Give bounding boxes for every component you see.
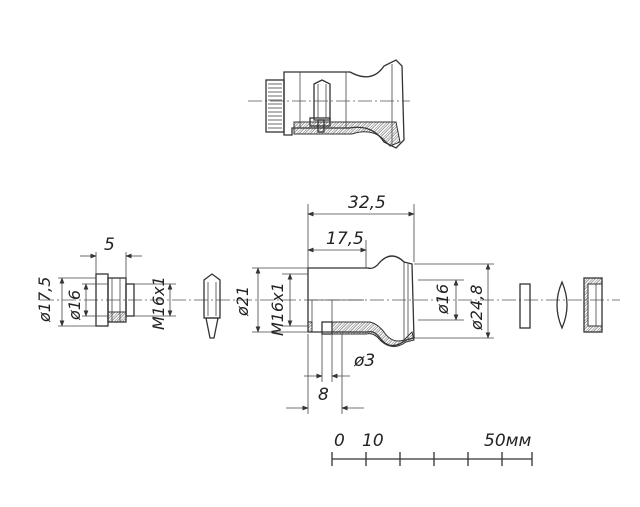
dim-nut-inner-dia: ø16 [65,290,84,321]
exploded-view: 5 ø17,5 ø16 M16x1 [35,193,620,414]
pin-part [203,273,221,339]
dim-offset-8: 8 [318,385,329,405]
dim-nut-thread: M16x1 [149,276,168,330]
lens [556,280,568,330]
end-cap [583,277,603,333]
scale-bar: 0 10 50мм [331,431,533,466]
small-disk [519,283,531,329]
dim-body-dia-21: ø21 [233,286,252,317]
dim-nut-width: 5 [104,235,115,255]
dim-total-length: 32,5 [348,193,386,213]
scale-label-10: 10 [362,431,384,451]
dim-hole-dia: ø3 [353,351,375,371]
dim-thread-length: 17,5 [326,229,364,249]
scale-label-0: 0 [334,431,345,451]
nut-part [58,273,176,327]
dim-nut-outer-dia: ø17,5 [35,277,54,323]
assembled-view [248,59,410,149]
main-body [307,255,415,347]
dim-body-thread: M16x1 [268,282,287,336]
dim-body-dia-24-8: ø24,8 [467,285,486,331]
dim-body-dia-16: ø16 [433,284,452,315]
scale-label-50: 50мм [484,431,531,451]
